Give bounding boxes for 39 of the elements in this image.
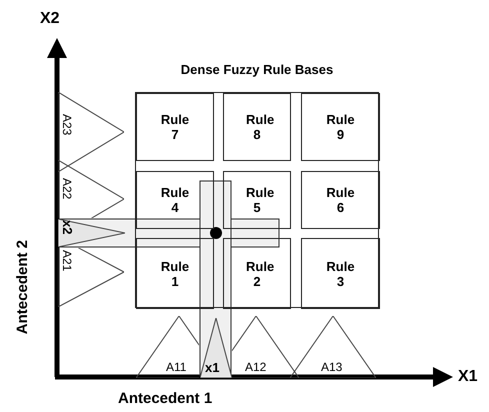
axis-label: X1 (458, 368, 478, 386)
membership-label: A11 (166, 361, 186, 373)
membership-label: A22 (61, 178, 73, 200)
rule-label: Rule 5 (245, 185, 276, 215)
rule-cell (301, 238, 380, 309)
membership-triangle (136, 316, 199, 378)
membership-triangle (58, 219, 125, 247)
rule-cell (223, 171, 291, 229)
membership-triangle (58, 248, 124, 307)
axis-title: Antecedent 1 (118, 390, 212, 407)
rule-label: Rule 8 (245, 112, 276, 142)
membership-label: A12 (245, 361, 266, 373)
rule-cell (301, 93, 380, 161)
rule-cell (136, 171, 214, 229)
membership-label: x1 (205, 362, 220, 374)
rule-cell (223, 93, 291, 161)
rule-label: Rule 7 (160, 112, 190, 142)
membership-label: A21 (61, 250, 73, 272)
rule-label: Rule 3 (325, 258, 356, 288)
rule-cell (136, 238, 214, 309)
membership-label: x2 (61, 220, 73, 234)
rule-label: Rule 6 (325, 185, 356, 215)
membership-triangle (232, 316, 299, 378)
membership-triangle (290, 316, 376, 378)
rule-label: Rule 9 (325, 112, 356, 142)
membership-label: A13 (321, 361, 342, 373)
axis-title: Antecedent 2 (14, 240, 31, 334)
membership-triangle (58, 160, 124, 218)
rule-label: Rule 1 (160, 258, 190, 288)
grid-title: Dense Fuzzy Rule Bases (180, 62, 334, 77)
axis-label: X2 (40, 10, 60, 28)
rule-cell (136, 93, 214, 161)
rule-cell (301, 171, 380, 229)
membership-label: A23 (61, 114, 73, 136)
rule-cell (223, 238, 291, 309)
membership-triangle (58, 92, 124, 172)
rule-label: Rule 2 (245, 258, 276, 288)
membership-triangle (200, 318, 232, 378)
rule-label: Rule 4 (160, 185, 190, 215)
